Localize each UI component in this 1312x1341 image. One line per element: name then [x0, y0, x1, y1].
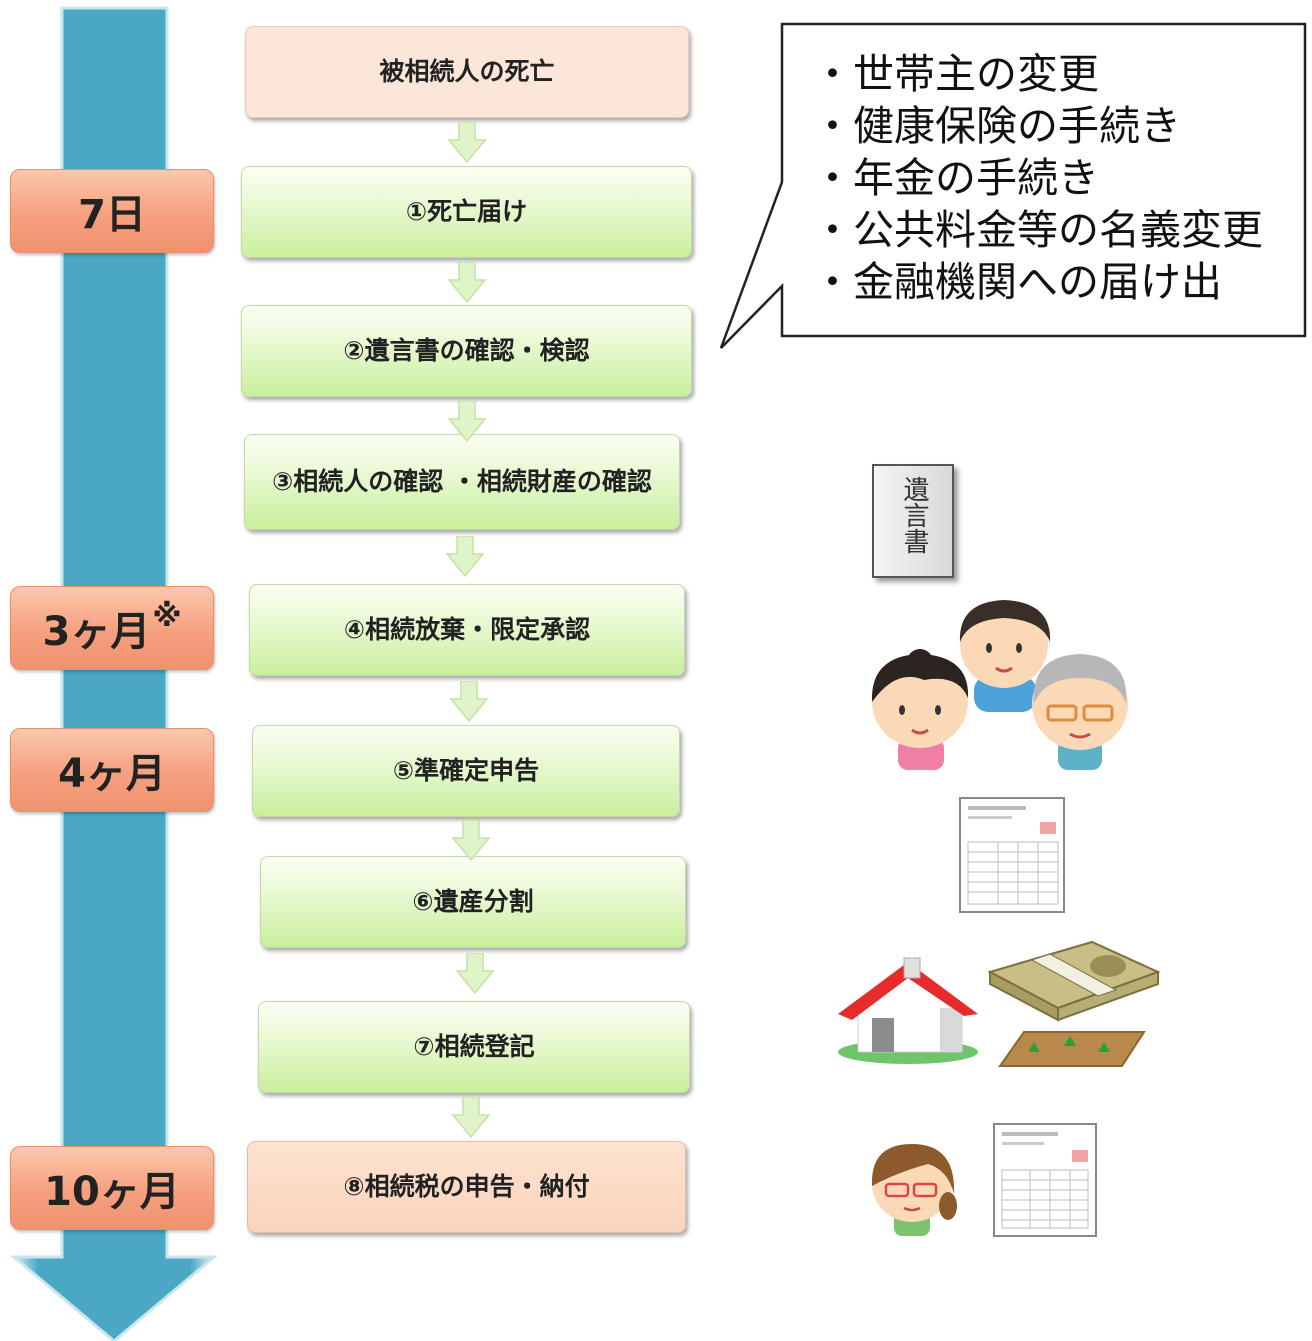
time-label-text: 4ヶ月	[58, 751, 166, 797]
callout-item: ・公共料金等の名義変更	[812, 206, 1263, 254]
tax-form-icon	[959, 797, 1065, 913]
down-arrow-icon	[445, 536, 485, 578]
down-arrow-icon	[449, 681, 489, 723]
time-label-text: 7日	[78, 192, 146, 238]
step-6-estate-division: ⑥遺産分割	[260, 856, 686, 948]
step-8-inheritance-tax: ⑧相続税の申告・納付	[247, 1141, 686, 1233]
step-5-tax-return: ⑤準確定申告	[252, 725, 680, 817]
step-label: 被相続人の死亡	[379, 57, 555, 86]
step-2-will-check: ②遺言書の確認・検認	[241, 305, 692, 397]
down-arrow-icon	[447, 401, 487, 443]
down-arrow-icon	[451, 1097, 491, 1139]
land-icon	[998, 1031, 1146, 1067]
time-label-text: 3ヶ月	[42, 609, 151, 655]
step-7-registration: ⑦相続登記	[258, 1001, 690, 1093]
money-bundle-icon	[988, 940, 1160, 1022]
family-icon	[871, 600, 1128, 770]
down-arrow-icon	[447, 122, 487, 164]
callout-item: ・金融機関への届け出	[812, 258, 1222, 306]
callout-list: ・世帯主の変更 ・健康保険の手続き ・年金の手続き ・公共料金等の名義変更 ・金…	[812, 48, 1292, 308]
step-label: ⑤準確定申告	[392, 756, 540, 785]
step-label: ③相続人の確認 ・相続財産の確認	[272, 467, 652, 496]
step-label: ④相続放棄・限定承認	[343, 615, 591, 644]
step-death: 被相続人の死亡	[245, 26, 689, 118]
callout-item: ・年金の手続き	[812, 154, 1099, 202]
down-arrow-icon	[451, 820, 491, 862]
callout-item: ・世帯主の変更	[812, 50, 1099, 98]
step-label: ①死亡届け	[405, 197, 528, 226]
step-4-renounce: ④相続放棄・限定承認	[249, 584, 685, 676]
time-label-4-months: 4ヶ月	[10, 728, 214, 812]
will-document-icon: 遺言書	[872, 464, 954, 578]
house-icon	[838, 957, 978, 1064]
step-label: ⑥遺産分割	[412, 887, 534, 916]
step-label: ②遺言書の確認・検認	[343, 336, 590, 365]
step-label: ⑧相続税の申告・納付	[343, 1172, 590, 1201]
callout-item: ・健康保険の手続き	[812, 102, 1181, 150]
step-3-heirs-assets: ③相続人の確認 ・相続財産の確認	[244, 434, 680, 530]
time-label-10-months: 10ヶ月	[10, 1146, 214, 1230]
time-label-text: 10ヶ月	[44, 1169, 180, 1215]
note-mark: ※	[152, 598, 182, 634]
will-document-label: 遺言書	[899, 476, 929, 554]
step-1-death-notice: ①死亡届け	[241, 166, 692, 258]
down-arrow-icon	[455, 953, 495, 995]
tax-return-form-icon	[993, 1123, 1097, 1237]
step-label: ⑦相続登記	[413, 1032, 535, 1061]
woman-icon	[871, 1144, 957, 1236]
time-label-3-months: 3ヶ月※	[10, 586, 214, 670]
down-arrow-icon	[447, 262, 487, 304]
time-label-7-days: 7日	[10, 169, 214, 253]
callout-box	[719, 22, 1307, 349]
